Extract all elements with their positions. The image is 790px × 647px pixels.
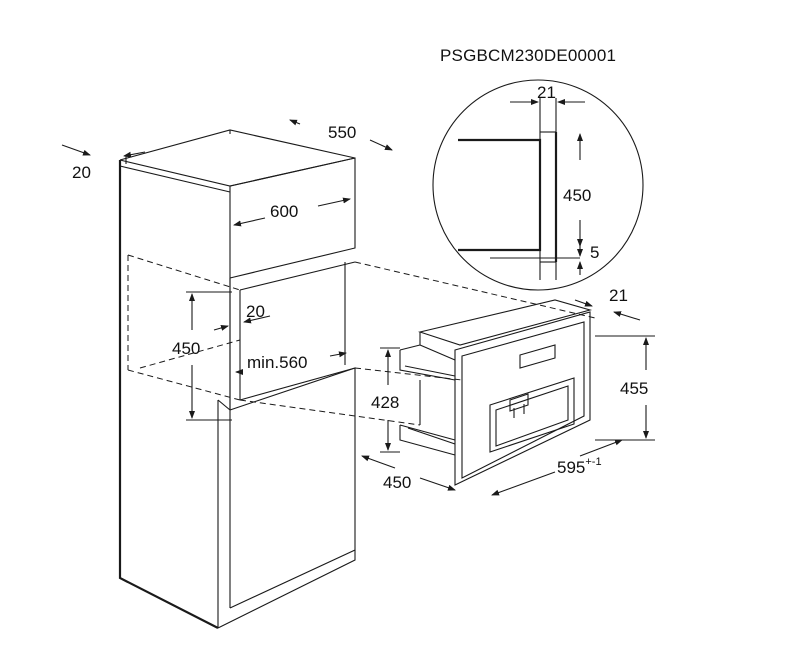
cabinet-dimension-lines [61, 119, 393, 421]
dim-appliance-width: 595+-1 [557, 456, 602, 477]
dim-cabinet-depth: 550 [328, 123, 356, 142]
dim-detail-gap: 5 [590, 243, 599, 262]
dim-niche-gap: 20 [246, 302, 265, 321]
product-code: PSGBCM230DE00001 [440, 46, 616, 65]
dim-detail-height: 450 [563, 186, 591, 205]
dim-appliance-height: 455 [620, 379, 648, 398]
dim-detail-thickness: 21 [537, 83, 556, 102]
cabinet-drawing [118, 129, 596, 629]
dim-appliance-width-value: 595 [557, 458, 585, 477]
detail-circle [432, 79, 644, 291]
dim-appliance-depth: 450 [383, 473, 411, 492]
dim-cabinet-width: 600 [270, 202, 298, 221]
dim-niche-height: 450 [172, 339, 200, 358]
appliance-drawing [399, 299, 593, 486]
dim-niche-min-depth: min.560 [247, 353, 307, 372]
dim-appliance-body-height: 428 [371, 393, 399, 412]
dim-appliance-front-depth: 21 [609, 286, 628, 305]
appliance-dimension-lines [361, 299, 655, 496]
dim-panel-thickness: 20 [72, 163, 91, 182]
dim-appliance-width-tolerance: +-1 [585, 456, 601, 468]
